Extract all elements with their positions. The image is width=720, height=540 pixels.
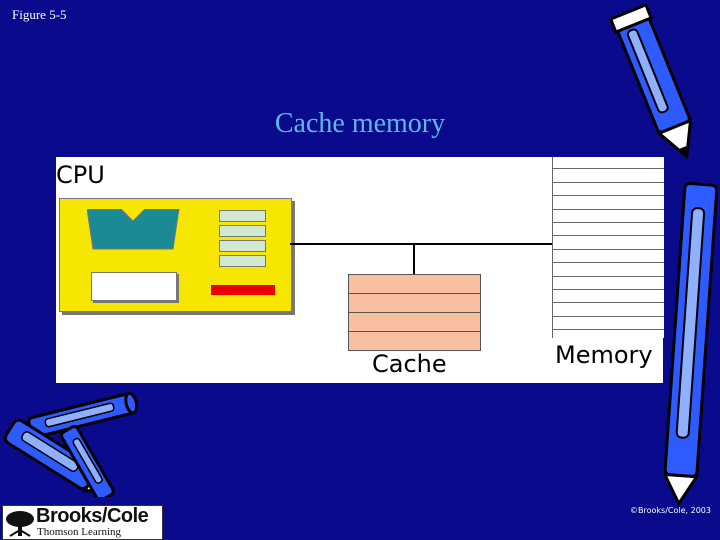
memory-box bbox=[552, 157, 664, 338]
cache-block-divider bbox=[349, 331, 480, 332]
cpu-label: CPU bbox=[56, 161, 105, 189]
cache-block-divider bbox=[349, 312, 480, 313]
cpu-output-box bbox=[91, 272, 177, 301]
system-bus bbox=[290, 243, 553, 245]
memory-block-divider bbox=[553, 222, 664, 223]
publisher-subtitle: Thomson Learning bbox=[37, 526, 122, 538]
memory-block-divider bbox=[553, 168, 664, 169]
crayon-icon bbox=[3, 392, 139, 497]
memory-block-divider bbox=[553, 209, 664, 210]
cache-bus-link bbox=[413, 244, 415, 275]
cache-block-divider bbox=[349, 293, 480, 294]
memory-block-divider bbox=[553, 249, 664, 250]
memory-block-divider bbox=[553, 289, 664, 290]
cpu-alu-icon bbox=[87, 209, 180, 250]
memory-block-divider bbox=[553, 235, 664, 236]
memory-block-divider bbox=[553, 302, 664, 303]
memory-block-divider bbox=[553, 195, 664, 196]
pencil-icon bbox=[664, 182, 718, 507]
publisher-logo: Brooks/Cole Thomson Learning bbox=[2, 505, 163, 540]
cache-box bbox=[348, 274, 481, 351]
pencil-icon bbox=[608, 2, 693, 160]
copyright-notice: ©Brooks/Cole, 2003 bbox=[630, 506, 711, 515]
publisher-name: Brooks/Cole bbox=[36, 505, 149, 527]
memory-block-divider bbox=[553, 329, 664, 330]
cpu-register bbox=[219, 240, 266, 252]
memory-label: Memory bbox=[555, 341, 653, 369]
memory-block-divider bbox=[553, 182, 664, 183]
figure-label: Figure 5-5 bbox=[12, 7, 67, 22]
memory-block-divider bbox=[553, 316, 664, 317]
cpu-red-unit bbox=[211, 285, 275, 295]
cpu-register bbox=[219, 225, 266, 237]
slide-title: Cache memory bbox=[274, 108, 446, 139]
cpu-box bbox=[59, 198, 292, 312]
memory-block-divider bbox=[553, 262, 664, 263]
memory-block-divider bbox=[553, 276, 664, 277]
cpu-register bbox=[219, 255, 266, 267]
cpu-register bbox=[219, 210, 266, 222]
tree-logo-icon bbox=[6, 511, 34, 537]
diagram-panel: CPU Cache Memory bbox=[56, 157, 664, 383]
cache-label: Cache bbox=[372, 350, 447, 378]
